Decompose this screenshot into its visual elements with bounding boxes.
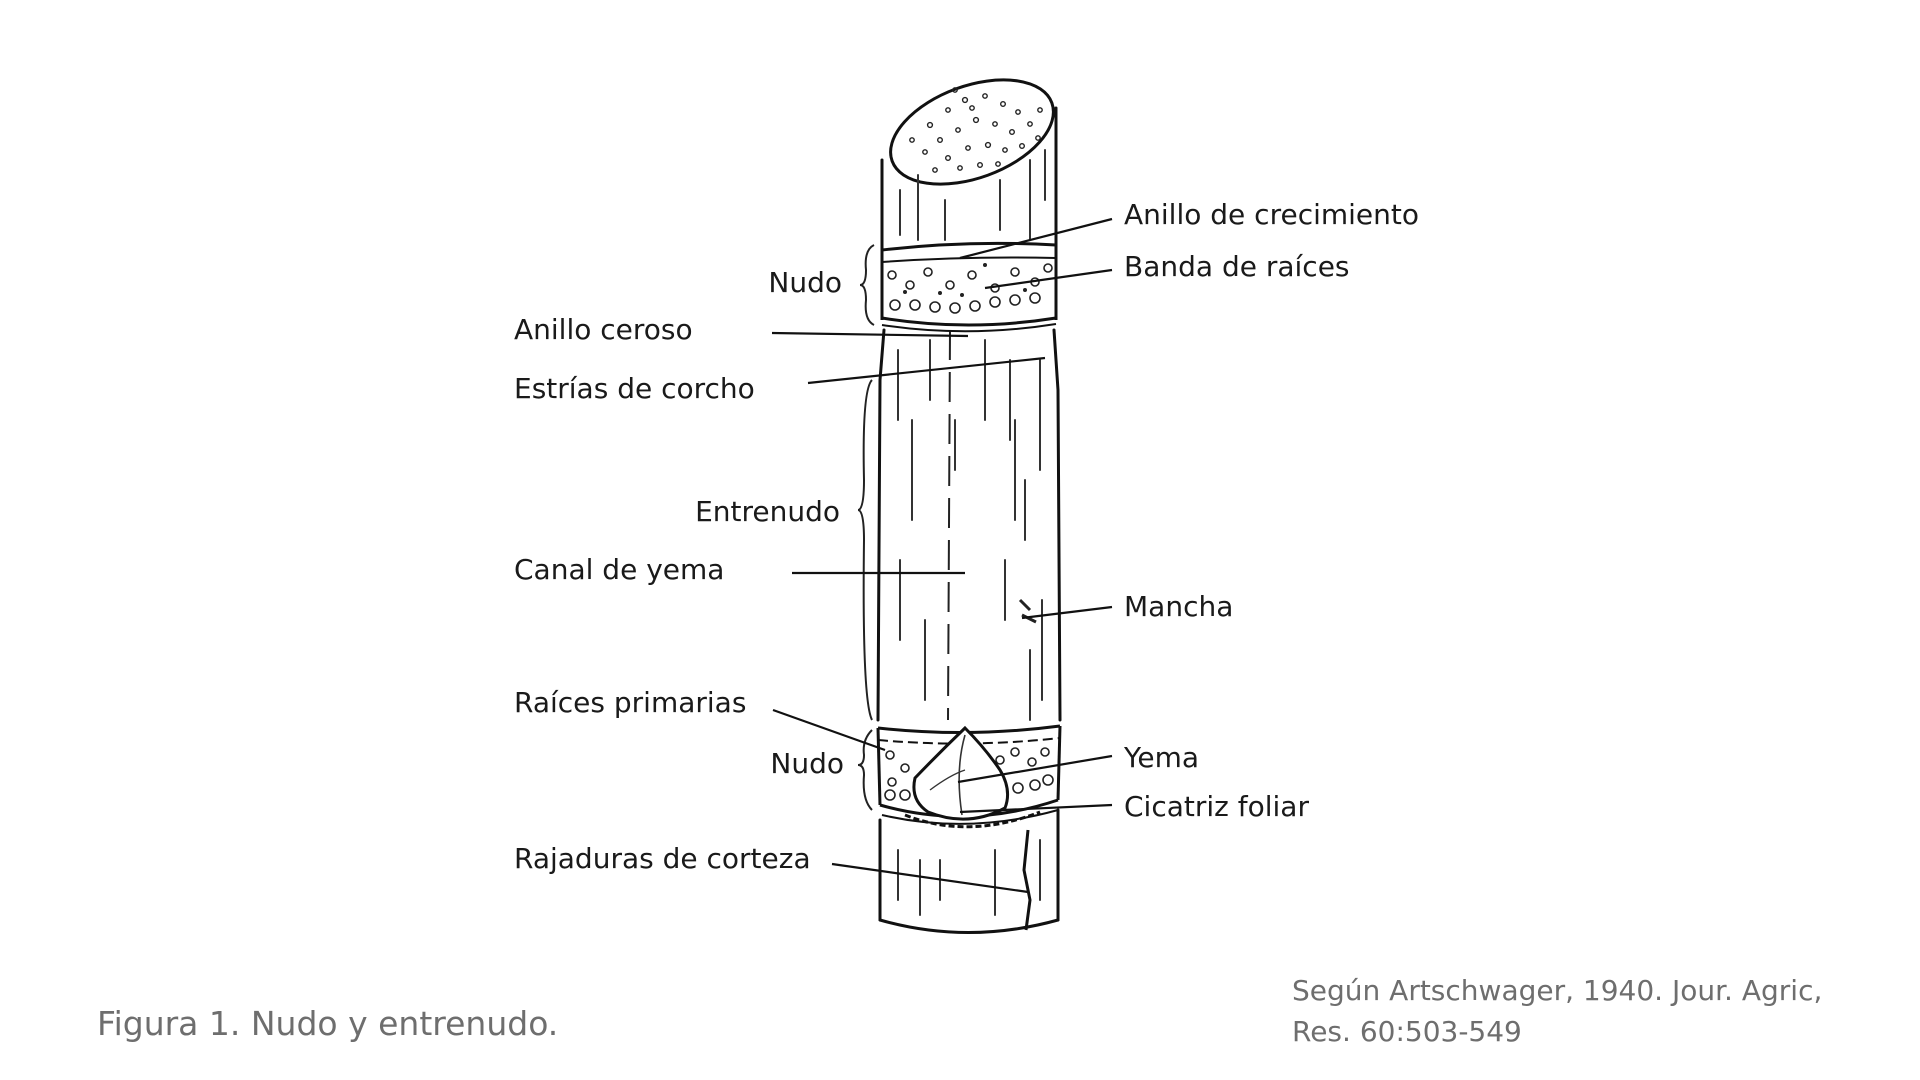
label-anillo-crecimiento: Anillo de crecimiento bbox=[1124, 198, 1419, 231]
label-raices-primarias: Raíces primarias bbox=[514, 686, 746, 719]
label-canal-yema: Canal de yema bbox=[514, 553, 724, 586]
label-estrias-corcho: Estrías de corcho bbox=[514, 372, 755, 405]
stem-streaks bbox=[897, 149, 1046, 916]
braces bbox=[857, 244, 875, 811]
source-line-2: Res. 60:503-549 bbox=[1292, 1015, 1522, 1048]
stem-cut-surface bbox=[889, 78, 1055, 186]
label-entrenudo: Entrenudo bbox=[695, 495, 840, 528]
label-banda-raices: Banda de raíces bbox=[1124, 250, 1350, 283]
label-cicatriz-foliar: Cicatriz foliar bbox=[1124, 790, 1309, 823]
label-yema: Yema bbox=[1123, 741, 1199, 774]
label-nudo-superior: Nudo bbox=[768, 266, 842, 299]
leader-lines bbox=[771, 217, 1113, 894]
label-anillo-ceroso: Anillo ceroso bbox=[514, 313, 693, 346]
figure-caption: Figura 1. Nudo y entrenudo. bbox=[97, 1004, 559, 1043]
bud bbox=[912, 725, 1010, 821]
figure-source: Según Artschwager, 1940. Jour. Agric, Re… bbox=[1292, 970, 1822, 1052]
source-line-1: Según Artschwager, 1940. Jour. Agric, bbox=[1292, 974, 1823, 1007]
label-rajaduras-corteza: Rajaduras de corteza bbox=[514, 842, 811, 875]
label-nudo-inferior: Nudo bbox=[770, 747, 844, 780]
stem-outline bbox=[876, 106, 1062, 934]
bark-crack bbox=[1022, 829, 1032, 931]
leaf-scar bbox=[904, 810, 1041, 829]
bud-groove bbox=[947, 329, 1037, 721]
label-mancha: Mancha bbox=[1124, 590, 1233, 623]
